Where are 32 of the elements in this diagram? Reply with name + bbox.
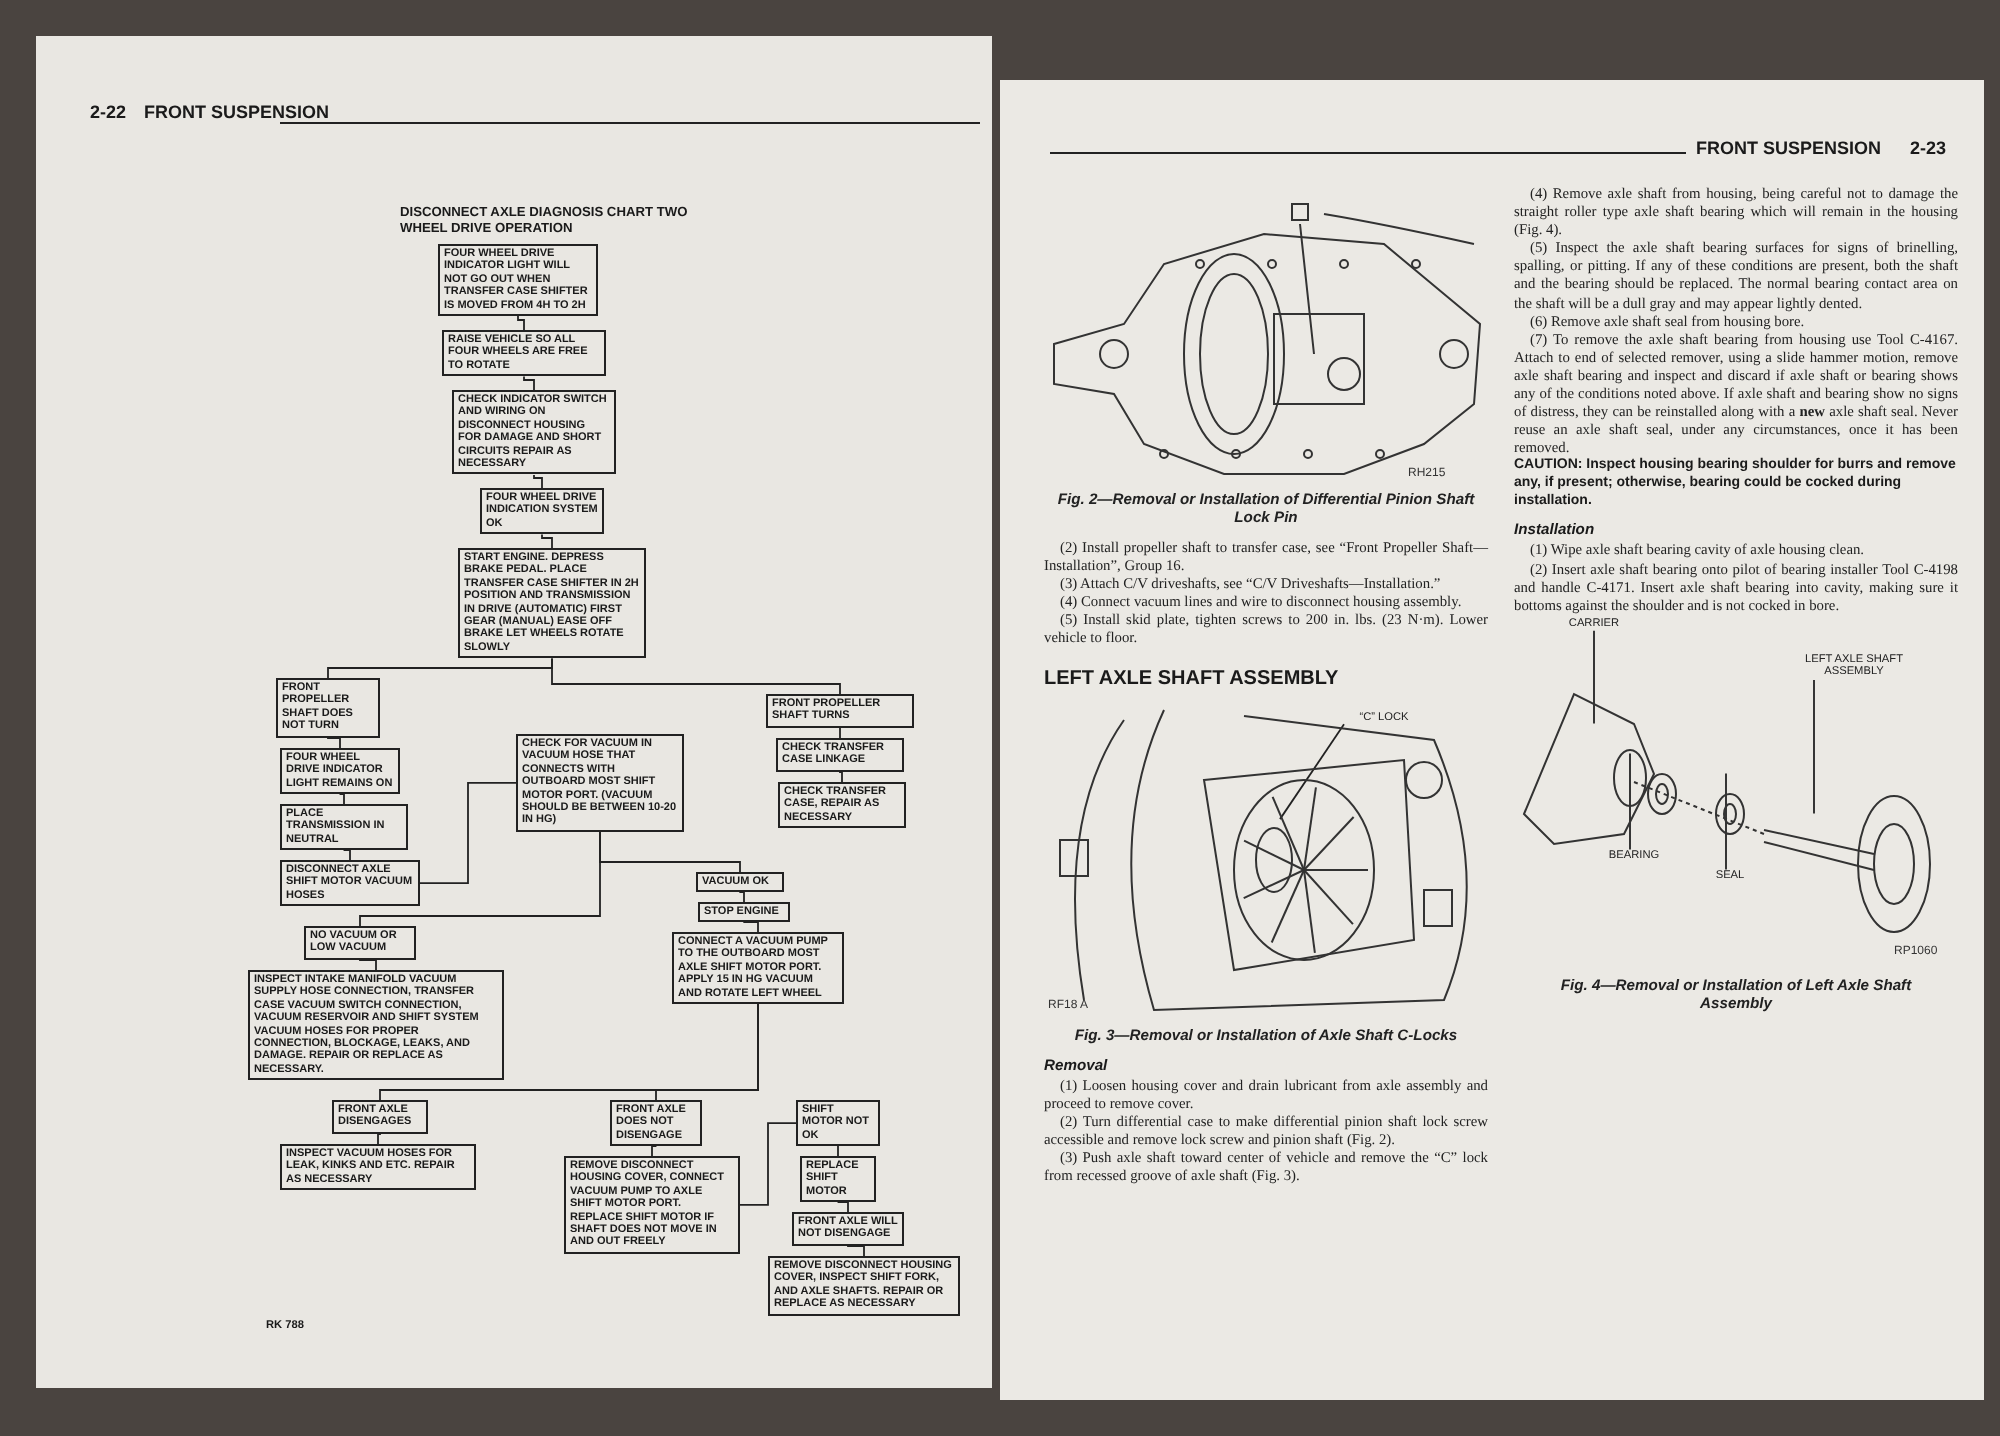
leader-line: [1279, 723, 1345, 821]
connector-line: [655, 1003, 759, 1101]
connector-line: [599, 830, 741, 873]
connector-line: [837, 1145, 839, 1157]
running-header: FRONT SUSPENSION: [144, 102, 330, 122]
leader-line: [1629, 752, 1631, 851]
connector-line: [419, 781, 517, 885]
connector-line: [359, 958, 377, 971]
page-number: 2-23: [1910, 138, 1947, 158]
connector-line: [739, 891, 745, 903]
connector-line: [743, 921, 759, 933]
connector-line: [739, 1122, 797, 1206]
connector-line: [847, 1244, 865, 1257]
connector-line: [339, 793, 345, 805]
connector-line: [343, 849, 351, 861]
connector-line: [837, 1201, 849, 1213]
connector-line: [523, 375, 535, 391]
connector-line: [541, 533, 553, 549]
connector-line: [377, 1132, 381, 1145]
page-number: 2-22: [90, 102, 127, 122]
connector-line: [551, 657, 841, 695]
connector-line: [651, 1145, 657, 1157]
leader-line: [1593, 629, 1595, 725]
connector-line: [327, 736, 341, 749]
running-header: FRONT SUSPENSION: [1696, 138, 1882, 158]
connector-line: [839, 770, 843, 783]
connector-line: [533, 474, 543, 489]
section-heading: LEFT AXLE SHAFT ASSEMBLY: [1044, 667, 1341, 692]
connector-line: [839, 726, 841, 739]
connector-line: [517, 315, 525, 331]
leader-line: [1813, 679, 1815, 815]
leader-line: [1725, 772, 1727, 871]
